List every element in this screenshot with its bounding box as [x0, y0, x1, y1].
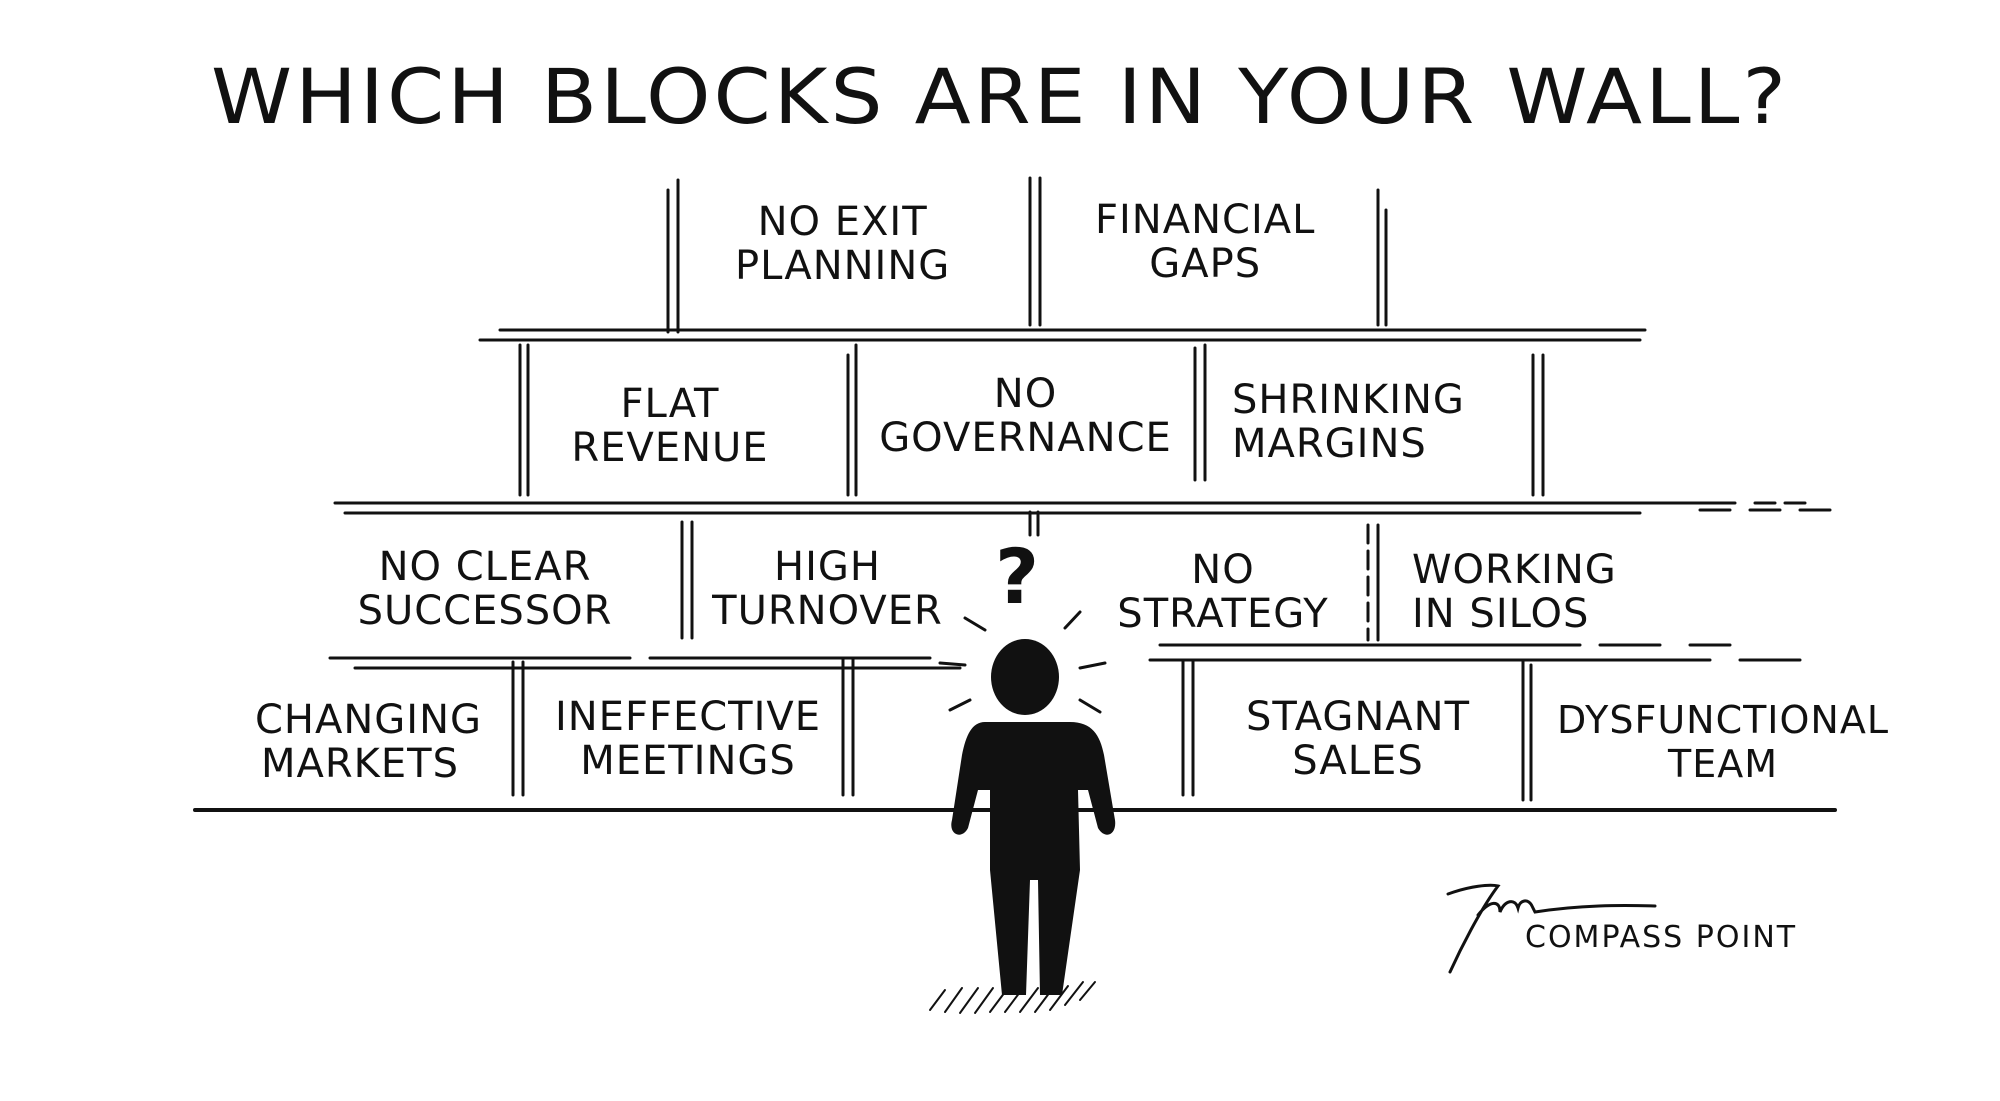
- block-flat-revenue: FLAT REVENUE: [565, 382, 775, 470]
- cartoon-title: WHICH BLOCKS ARE IN YOUR WALL?: [211, 53, 1789, 142]
- block-label-line2: SUCCESSOR: [357, 588, 613, 634]
- block-label-line2: TEAM: [1667, 742, 1778, 786]
- question-mark: ?: [995, 532, 1040, 621]
- block-label-line1: DYSFUNCTIONAL: [1556, 698, 1890, 742]
- block-label-line2: IN SILOS: [1412, 591, 1590, 637]
- block-label-line1: SHRINKING: [1232, 377, 1465, 423]
- block-shrinking-margins: SHRINKING MARGINS: [1232, 378, 1465, 466]
- block-changing-markets: CHANGING MARKETS: [255, 697, 483, 787]
- block-label-line2: GAPS: [1149, 241, 1262, 287]
- block-label-line1: NO EXIT: [757, 199, 928, 245]
- block-label-line1: FLAT: [620, 381, 720, 427]
- emphasis-mark: [963, 616, 987, 632]
- ground-hatching: [929, 981, 1096, 1014]
- person-silhouette: [951, 639, 1116, 995]
- block-label-line2: MARGINS: [1232, 421, 1427, 467]
- block-label-line2: SALES: [1292, 738, 1424, 784]
- block-no-governance: NO GOVERNANCE: [878, 372, 1173, 460]
- block-label-line1: WORKING: [1412, 547, 1617, 593]
- block-label-line1: NO: [1191, 547, 1255, 593]
- block-label-line1: NO CLEAR: [378, 544, 592, 590]
- emphasis-mark: [1078, 661, 1107, 670]
- block-no-strategy: NO STRATEGY: [1108, 548, 1338, 636]
- emphasis-mark: [1063, 610, 1082, 630]
- block-label-line2: TURNOVER: [712, 588, 943, 634]
- block-ineffective-meetings: INEFFECTIVE MEETINGS: [548, 695, 828, 783]
- block-high-turnover: HIGH TURNOVER: [705, 545, 950, 633]
- block-no-exit-planning: NO EXIT PLANNING: [735, 200, 950, 288]
- block-label-line1: NO: [993, 371, 1058, 417]
- block-label-line1: FINANCIAL: [1095, 197, 1316, 243]
- block-working-in-silos: WORKING IN SILOS: [1412, 548, 1617, 636]
- emphasis-mark: [1078, 698, 1102, 714]
- brand-label: COMPASS POINT: [1525, 920, 1798, 955]
- emphasis-mark: [938, 661, 967, 667]
- block-label-line1: HIGH: [774, 544, 881, 590]
- block-label-line2: GOVERNANCE: [879, 415, 1172, 461]
- block-label-line1: STAGNANT: [1245, 694, 1470, 740]
- block-label-line1: INEFFECTIVE: [554, 694, 822, 740]
- emphasis-mark: [948, 698, 972, 712]
- block-no-clear-successor: NO CLEAR SUCCESSOR: [350, 545, 620, 633]
- block-label-line1: CHANGING: [255, 697, 483, 743]
- block-label-line2: STRATEGY: [1117, 591, 1329, 637]
- signature: [1446, 883, 1657, 974]
- block-financial-gaps: FINANCIAL GAPS: [1095, 198, 1315, 286]
- block-dysfunctional-team: DYSFUNCTIONAL TEAM: [1548, 698, 1898, 786]
- block-label-line2: MEETINGS: [580, 738, 796, 784]
- block-label-line2: REVENUE: [571, 425, 769, 471]
- block-stagnant-sales: STAGNANT SALES: [1228, 695, 1488, 783]
- block-label-line2: MARKETS: [261, 741, 459, 787]
- block-label-line2: PLANNING: [735, 243, 951, 289]
